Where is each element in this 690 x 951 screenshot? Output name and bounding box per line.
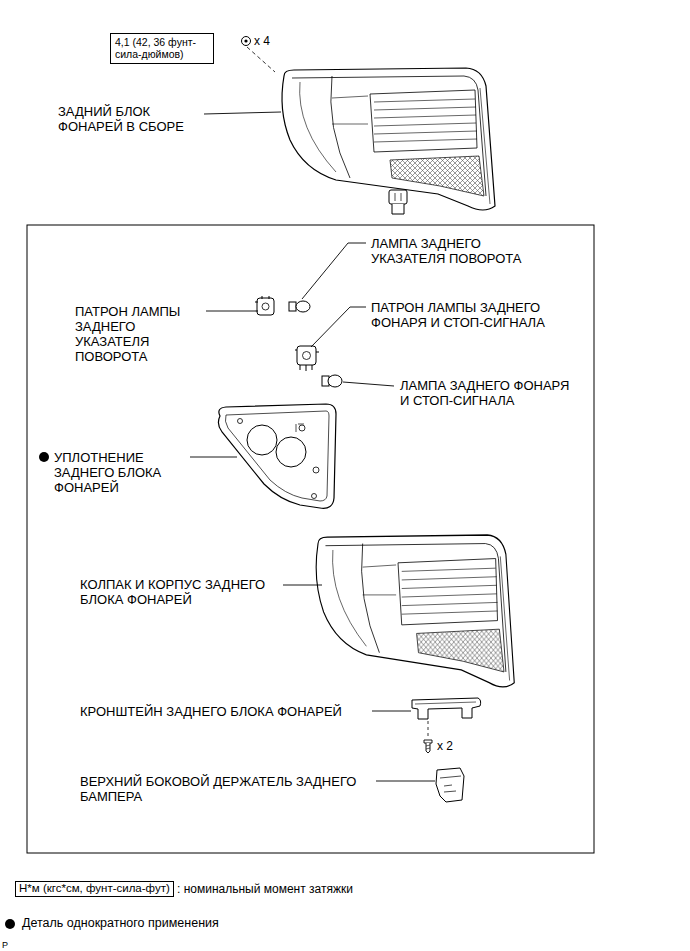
quantity-mark: x 2 bbox=[437, 739, 453, 754]
torque-spec-box: 4,1 (42, 36 фунт-сила-дюймов) bbox=[110, 33, 214, 64]
bumper-holder bbox=[436, 768, 464, 802]
part-name: ВЕРХНИЙ БОКОВОЙ ДЕРЖАТЕЛЬ ЗАДНЕГО БАМПЕР… bbox=[80, 774, 370, 804]
lamp-connector bbox=[389, 190, 407, 214]
part-name: ПАТРОН ЛАМПЫ ЗАДНЕГО ФОНАРЯ И СТОП-СИГНА… bbox=[371, 300, 571, 330]
leader-lines bbox=[190, 112, 435, 781]
turn-socket bbox=[255, 296, 274, 315]
part-name: ЗАДНИЙ БЛОК ФОНАРЕЙ В СБОРЕ bbox=[58, 104, 203, 134]
tail-bulb bbox=[322, 375, 342, 387]
washer-nut bbox=[242, 37, 251, 46]
part-name: КРОНШТЕЙН ЗАДНЕГО БЛОКА ФОНАРЕЙ bbox=[80, 704, 342, 719]
screw bbox=[424, 740, 432, 753]
part-name: ЛАМПА ЗАДНЕГО УКАЗАТЕЛЯ ПОВОРОТА bbox=[371, 236, 551, 266]
legend-text: Деталь однократного применения bbox=[22, 916, 219, 931]
rear-lamp-assembly bbox=[282, 68, 495, 210]
group-frame bbox=[27, 225, 594, 853]
turn-bulb bbox=[289, 301, 310, 312]
quantity-mark: x 4 bbox=[254, 34, 270, 49]
dashed-line bbox=[247, 47, 275, 72]
dashed-line bbox=[428, 721, 429, 738]
part-name: УПЛОТНЕНИЕ ЗАДНЕГО БЛОКА ФОНАРЕЙ bbox=[54, 450, 182, 495]
legend-dot bbox=[5, 919, 15, 929]
lamp-gasket bbox=[218, 404, 336, 508]
spec-text: Н*м (кгс*см, фунт-сила-фут) bbox=[19, 882, 170, 895]
lamp-bracket bbox=[412, 698, 481, 719]
torque-legend-box: Н*м (кгс*см, фунт-сила-фут) bbox=[15, 881, 174, 897]
part-name: ПАТРОН ЛАМПЫ ЗАДНЕГО УКАЗАТЕЛЯ ПОВОРОТА bbox=[75, 304, 200, 364]
spec-text: 4,1 (42, 36 фунт-сила-дюймов) bbox=[115, 36, 209, 60]
lens-housing bbox=[316, 535, 514, 687]
legend-note: : номинальный момент затяжки bbox=[177, 882, 353, 897]
part-name: ЛАМПА ЗАДНЕГО ФОНАРЯ И СТОП-СИГНАЛА bbox=[400, 378, 582, 408]
part-name: КОЛПАК И КОРПУС ЗАДНЕГО БЛОКА ФОНАРЕЙ bbox=[80, 577, 277, 607]
tail-socket bbox=[295, 346, 319, 371]
page-mark: P bbox=[2, 938, 8, 951]
single-use-mark bbox=[39, 452, 49, 462]
